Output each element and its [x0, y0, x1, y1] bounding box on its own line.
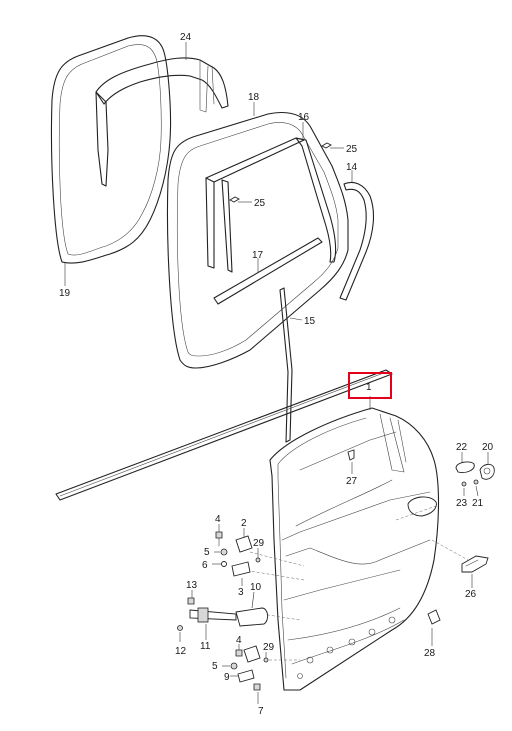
part-18-frame-seal[interactable]: [166, 102, 349, 369]
callout-labels: 1 2 3 4 4 5 5 6 7 9 10 11 12 13 14 15 16…: [59, 32, 494, 717]
callout-21[interactable]: 21: [472, 498, 484, 509]
part-14-edge-strip[interactable]: [339, 170, 375, 301]
callout-5[interactable]: 5: [204, 547, 210, 558]
callout-25[interactable]: 25: [254, 198, 266, 209]
callout-13[interactable]: 13: [186, 580, 198, 591]
part-12-bolt[interactable]: [177, 625, 183, 643]
callout-27[interactable]: 27: [346, 476, 358, 487]
callout-14[interactable]: 14: [346, 162, 358, 173]
callout-23[interactable]: 23: [456, 498, 468, 509]
callout-5[interactable]: 5: [212, 661, 218, 672]
part-15-vertical-seal[interactable]: [279, 287, 303, 443]
callout-12[interactable]: 12: [175, 646, 187, 657]
callout-28[interactable]: 28: [424, 648, 436, 659]
callout-2[interactable]: 2: [241, 518, 247, 529]
part-28-clip[interactable]: [427, 609, 441, 646]
part-8-lower-hinge[interactable]: [243, 645, 261, 663]
callout-29[interactable]: 29: [253, 538, 265, 549]
callout-19[interactable]: 19: [59, 288, 71, 299]
part-21-screw[interactable]: [473, 479, 479, 497]
callout-15[interactable]: 15: [304, 316, 316, 327]
callout-22[interactable]: 22: [456, 442, 468, 453]
part-5-nut-upper[interactable]: [214, 548, 228, 556]
part-29-screw-lower[interactable]: [263, 652, 269, 663]
part-17-belt-moulding[interactable]: [213, 237, 323, 305]
part-23-screw[interactable]: [461, 481, 467, 496]
callout-6[interactable]: 6: [202, 560, 208, 571]
callout-1[interactable]: 1: [366, 382, 372, 393]
part-4-bolt-upper[interactable]: [215, 524, 223, 547]
callout-16[interactable]: 16: [298, 112, 310, 123]
part-2-upper-hinge[interactable]: [235, 528, 253, 553]
callout-17[interactable]: 17: [252, 250, 264, 261]
part-25-clip-lower[interactable]: [229, 196, 252, 203]
part-27-bracket[interactable]: [347, 449, 355, 474]
part-4-bolt-lower[interactable]: [235, 644, 243, 657]
callout-4[interactable]: 4: [236, 635, 242, 646]
callout-29[interactable]: 29: [263, 642, 275, 653]
part-19-outer-seal[interactable]: [50, 35, 172, 286]
part-25-clip-upper[interactable]: [321, 142, 344, 149]
part-6-washer[interactable]: [212, 561, 227, 567]
callout-4[interactable]: 4: [215, 514, 221, 525]
part-24-window-channel[interactable]: [95, 42, 229, 187]
part-3-hinge-plate[interactable]: [231, 561, 251, 586]
highlight-box-part-1: [348, 372, 392, 399]
callout-9[interactable]: 9: [224, 672, 230, 683]
part-11-check-strap[interactable]: [189, 607, 237, 640]
part-22-cover[interactable]: [455, 452, 475, 473]
callout-7[interactable]: 7: [258, 706, 264, 717]
callout-24[interactable]: 24: [180, 32, 192, 43]
callout-26[interactable]: 26: [465, 589, 477, 600]
part-26-bracket[interactable]: [461, 555, 489, 588]
part-7-bolt[interactable]: [253, 683, 261, 704]
part-13-bolt[interactable]: [187, 590, 195, 605]
lower-sill-strip[interactable]: [55, 369, 393, 501]
part-9-plate[interactable]: [230, 669, 255, 683]
assembly-guides: [231, 505, 469, 661]
part-10-check-strap-housing[interactable]: [235, 591, 269, 627]
part-1-door-shell[interactable]: [269, 396, 440, 691]
callout-20[interactable]: 20: [482, 442, 494, 453]
callout-11[interactable]: 11: [200, 641, 211, 652]
callout-3[interactable]: 3: [238, 587, 244, 598]
part-29-screw-upper[interactable]: [255, 548, 261, 563]
part-5-nut-lower[interactable]: [222, 662, 238, 670]
callout-18[interactable]: 18: [248, 92, 260, 103]
callout-10[interactable]: 10: [250, 582, 262, 593]
callout-25[interactable]: 25: [346, 144, 358, 155]
part-16-window-guide[interactable]: [205, 122, 337, 273]
part-20-lock-cylinder[interactable]: [479, 452, 495, 480]
